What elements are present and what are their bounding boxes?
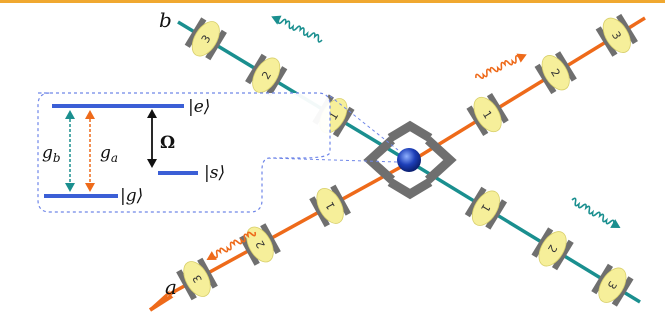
mirror (611, 276, 634, 307)
level-e-label: |e⟩ (188, 97, 210, 117)
mirror (245, 53, 267, 85)
optical-element-a-upper-2: 2 (534, 51, 577, 95)
lens (183, 261, 211, 297)
optical-element-b-lower-3: 3 (591, 263, 634, 307)
level-s-label: |s⟩ (204, 163, 225, 183)
control-label: Ω (160, 133, 175, 153)
wavy-arrow-icon (277, 18, 323, 43)
mirror (534, 63, 557, 95)
coupling-a-label: ga (100, 143, 118, 165)
photon-arrowhead (610, 219, 621, 228)
mirror (591, 263, 614, 295)
lens (191, 21, 220, 57)
coupling-a-arrowhead-down (85, 183, 95, 192)
inset-connector-top (329, 95, 399, 151)
optical-element-a-lower-3: 3 (176, 257, 218, 301)
optical-element-a-upper-3: 3 (595, 13, 638, 57)
lens (471, 190, 500, 226)
atom (397, 148, 421, 172)
mirror (332, 106, 355, 138)
mirror (616, 13, 638, 45)
mirror (464, 186, 487, 218)
level-g-label: |g⟩ (120, 186, 143, 206)
lens (473, 96, 502, 133)
mirror (466, 105, 489, 136)
mirror (176, 269, 197, 301)
mirror (595, 26, 618, 57)
mirror (184, 17, 207, 48)
mirror (239, 234, 260, 266)
lens (538, 231, 567, 267)
mirror (531, 227, 554, 258)
coupling-b-label: gb (42, 143, 61, 165)
cavity-bracket-right (424, 136, 457, 184)
input-arrow-shaft (148, 294, 174, 312)
lens (541, 55, 570, 91)
mirror (260, 223, 281, 255)
level-diagram-inset: |e⟩ |s⟩ |g⟩ Ω gb ga (37, 92, 331, 213)
optical-element-b-lower-1: 1 (464, 186, 508, 230)
mirror (265, 66, 288, 97)
lens (602, 17, 631, 53)
wavy-arrow-icon (571, 197, 615, 225)
wavy-arrow-icon (475, 55, 521, 80)
mirror (197, 257, 218, 289)
control-arrowhead-up (147, 109, 157, 118)
coupling-b-arrowhead-down (65, 183, 75, 192)
optical-element-a-upper-1: 1 (466, 93, 509, 136)
wavy-arrow-icon (212, 231, 257, 259)
coupling-a-subscript: a (111, 151, 118, 165)
inset-border (37, 92, 331, 213)
optical-element-a-lower-1: 1 (309, 184, 351, 228)
coupling-a-arrowhead-up (85, 110, 95, 119)
photon-3 (571, 197, 621, 228)
photon-arrowhead (516, 53, 527, 63)
mirror (205, 29, 227, 61)
mirror (330, 184, 351, 216)
photon-4 (206, 231, 257, 260)
photon-arrowhead (271, 15, 282, 25)
central-cavity (363, 120, 457, 200)
optical-element-b-upper-2: 2 (245, 53, 288, 97)
lens (252, 57, 281, 93)
cavity-bracket-bottom (387, 178, 433, 200)
mode-b-label: b (159, 8, 172, 32)
coupling-a-symbol: g (100, 143, 111, 163)
coupling-b-symbol: g (42, 143, 53, 163)
mode-a-label: a (165, 275, 177, 299)
coupling-b-arrowhead-up (65, 110, 75, 119)
photon-arrowhead (206, 251, 217, 260)
mirror (555, 51, 577, 82)
cavity-bracket-left (363, 136, 396, 184)
optical-element-a-lower-2: 2 (239, 223, 281, 266)
inset-connector-bottom (267, 157, 399, 163)
control-arrowhead-down (147, 159, 157, 168)
cavity-bracket-top (387, 120, 433, 142)
photon-1 (271, 15, 323, 43)
coupling-b-subscript: b (53, 151, 61, 165)
optical-element-b-lower-2: 2 (531, 227, 574, 271)
lens (598, 267, 627, 303)
mirror (485, 199, 508, 230)
photon-2 (475, 53, 527, 80)
mirror (551, 239, 574, 271)
mirror (309, 196, 330, 228)
mirror (486, 93, 509, 124)
lens (316, 188, 344, 224)
optical-element-b-upper-3: 3 (184, 17, 227, 61)
